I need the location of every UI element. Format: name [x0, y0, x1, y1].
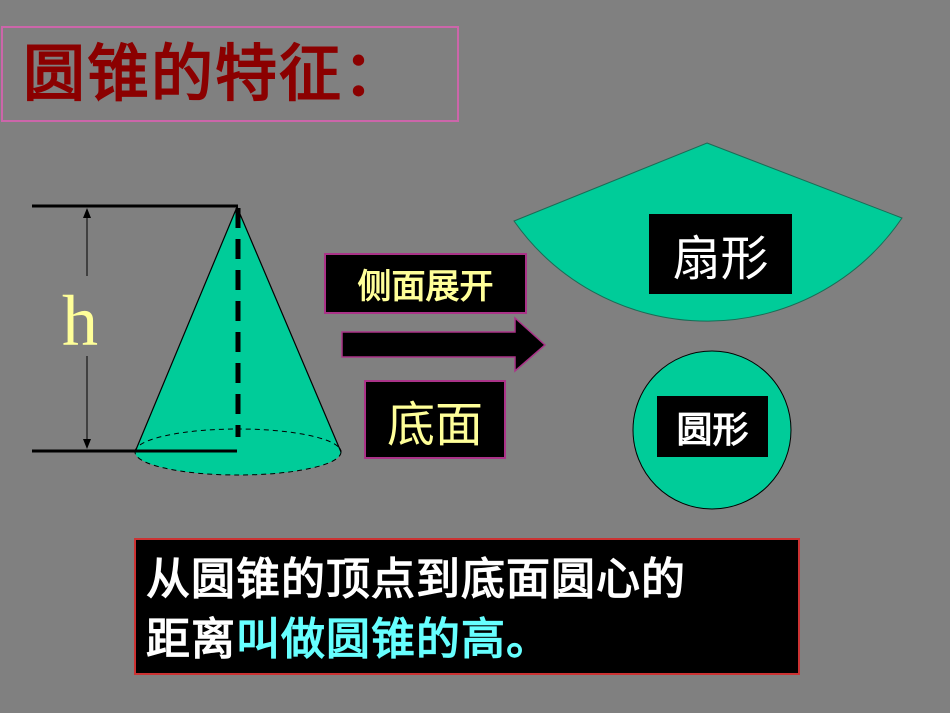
definition-line-2-prefix: 距离	[146, 614, 236, 665]
right-arrow-icon	[341, 316, 547, 373]
height-dimension-line	[83, 208, 91, 449]
definition-line-1: 从圆锥的顶点到底面圆心的	[146, 554, 686, 605]
height-label: h	[62, 281, 98, 361]
definition-box: 从圆锥的顶点到底面圆心的 距离叫做圆锥的高。	[134, 538, 800, 675]
circle-label: 圆形	[657, 396, 768, 457]
title-box: 圆锥的特征：	[1, 26, 459, 122]
sector-label: 扇形	[649, 214, 792, 294]
slide-title: 圆锥的特征：	[23, 37, 408, 110]
base-label: 底面	[364, 380, 506, 459]
unfold-lateral-label: 侧面展开	[324, 253, 527, 314]
definition-highlight: 叫做圆锥的高。	[236, 614, 551, 665]
definition-line-2: 距离叫做圆锥的高。	[146, 610, 798, 670]
cone-shape	[134, 206, 342, 476]
